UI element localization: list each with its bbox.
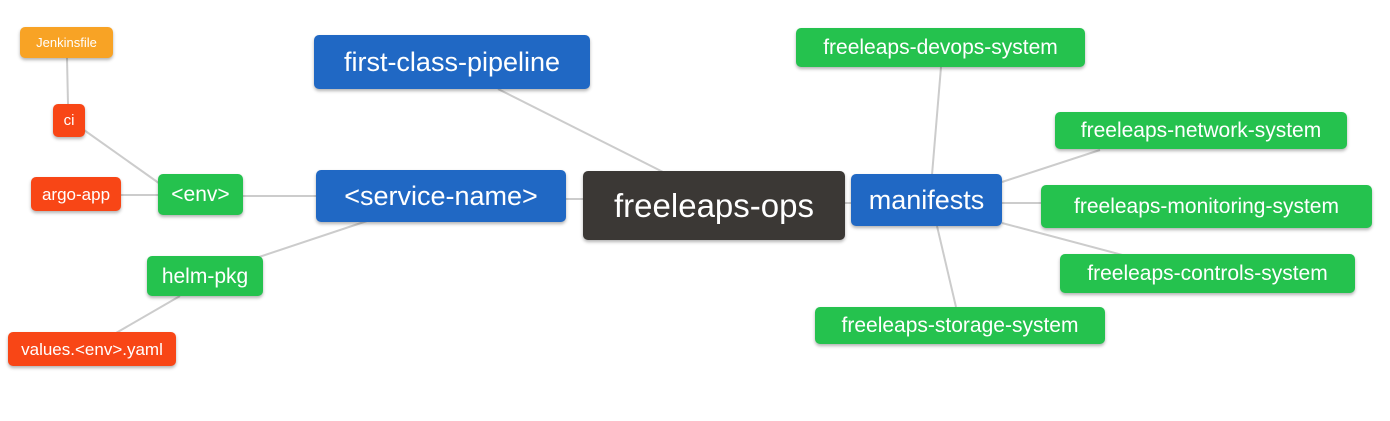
node-service-name[interactable]: <service-name>	[316, 170, 566, 222]
edge-ci-env	[83, 129, 164, 187]
node-manifests[interactable]: manifests	[851, 174, 1002, 226]
node-env[interactable]: <env>	[158, 174, 243, 215]
node-root-freeleaps-ops[interactable]: freeleaps-ops	[583, 171, 845, 240]
node-argo-app[interactable]: argo-app	[31, 177, 121, 211]
edge-manifests-devops-system	[931, 66, 942, 176]
node-network-system[interactable]: freeleaps-network-system	[1055, 112, 1347, 149]
edge-manifests-network-system	[1001, 149, 1101, 183]
edge-helm-pkg-values-yaml	[115, 295, 181, 334]
node-ci[interactable]: ci	[53, 104, 85, 137]
node-helm-pkg[interactable]: helm-pkg	[147, 256, 263, 296]
node-first-class-pipeline[interactable]: first-class-pipeline	[314, 35, 590, 89]
node-storage-system[interactable]: freeleaps-storage-system	[815, 307, 1105, 344]
edge-manifests-storage-system	[936, 225, 957, 308]
node-jenkinsfile[interactable]: Jenkinsfile	[20, 27, 113, 58]
edge-jenkinsfile-ci	[66, 57, 69, 105]
edge-manifests-controls-system	[1001, 222, 1131, 258]
edge-service-name-helm-pkg	[255, 220, 368, 259]
node-monitoring-system[interactable]: freeleaps-monitoring-system	[1041, 185, 1372, 228]
node-devops-system[interactable]: freeleaps-devops-system	[796, 28, 1085, 67]
node-controls-system[interactable]: freeleaps-controls-system	[1060, 254, 1355, 293]
node-values-yaml[interactable]: values.<env>.yaml	[8, 332, 176, 366]
edge-first-class-pipeline-root	[497, 88, 664, 173]
